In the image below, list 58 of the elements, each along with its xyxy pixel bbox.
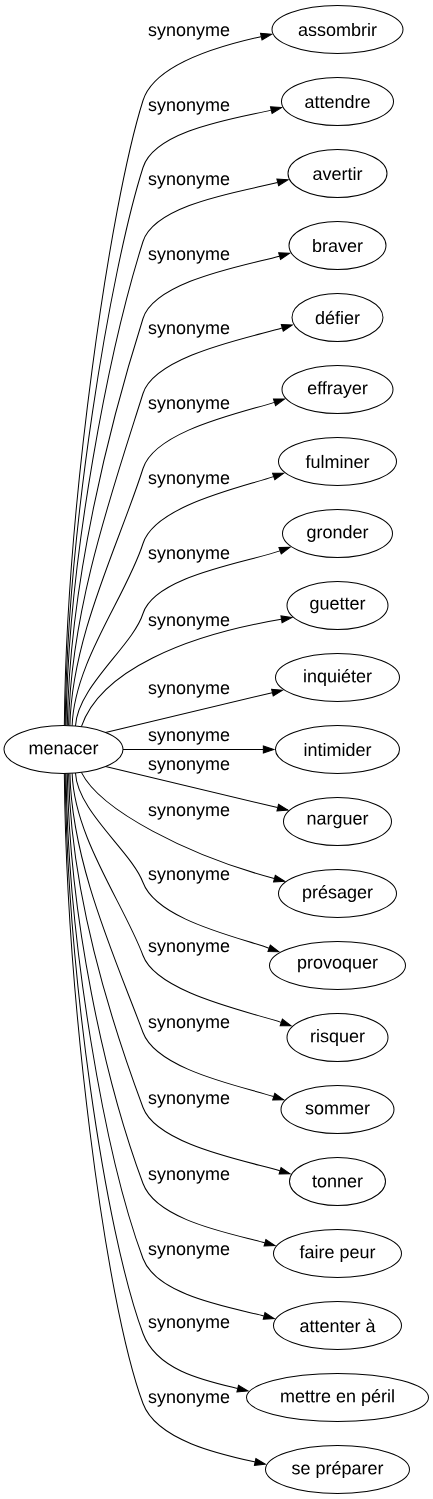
edge-label: synonyme [148, 101, 230, 115]
arrow [80, 771, 286, 883]
arrow [105, 688, 284, 733]
edge-label: synonyme [148, 684, 230, 698]
ellipse-node: assombrir [271, 5, 404, 54]
ellipse-node: présager [278, 869, 397, 918]
edge-label: synonyme [148, 760, 230, 774]
edge-label: synonyme [148, 1393, 230, 1407]
ellipse-node: défier [291, 293, 384, 342]
edge-label: synonyme [148, 399, 230, 413]
edge-label: synonyme [148, 324, 230, 338]
ellipse-node: narguer [283, 797, 392, 846]
edge-label: synonyme [148, 616, 230, 630]
arrow [105, 766, 289, 812]
arrow [71, 472, 285, 727]
ellipse-node: sommer [280, 1085, 395, 1134]
ellipse-node: risquer [286, 1013, 389, 1062]
ellipse-node: intimider [275, 725, 400, 774]
arrow [68, 772, 291, 1175]
ellipse-node: fulminer [278, 437, 397, 486]
edge-label: synonyme [148, 1170, 230, 1184]
ellipse-node: inquiéter [275, 653, 400, 702]
edge-label: synonyme [148, 26, 230, 40]
edge-label: synonyme [148, 806, 230, 820]
ellipse-node: attendre [281, 77, 394, 126]
arrow [64, 773, 249, 1393]
arrow [69, 772, 285, 1101]
arrow [122, 745, 275, 754]
edge-label: synonyme [148, 1318, 230, 1332]
arrow [74, 546, 291, 727]
ellipse-node: faire peur [273, 1229, 402, 1278]
ellipse-node: braver [288, 221, 387, 270]
ellipse-node: avertir [287, 149, 388, 198]
ellipse-node: tonner [289, 1157, 386, 1206]
ellipse-node: attenter à [273, 1301, 402, 1350]
edge-label: synonyme [148, 1018, 230, 1032]
ellipse-node: gronder [282, 509, 393, 558]
ellipse-node: provoquer [269, 941, 406, 990]
edge-label: synonyme [148, 731, 230, 745]
edge-label: synonyme [148, 175, 230, 189]
arrow [69, 398, 286, 727]
ellipse-node: guetter [286, 581, 389, 630]
arrow [63, 773, 266, 1466]
edge-label: synonyme [148, 870, 230, 884]
edge-label: synonyme [148, 1245, 230, 1259]
ellipse-node: se préparer [265, 1445, 410, 1494]
edge-label: synonyme [148, 942, 230, 956]
arrow [74, 772, 280, 953]
arrow [80, 615, 293, 728]
arrow [71, 772, 292, 1027]
arrow [68, 324, 293, 727]
ellipse-node: effrayer [281, 365, 394, 414]
edge-label: synonyme [148, 474, 230, 488]
ellipse-node: menacer [3, 725, 124, 774]
edge-label: synonyme [148, 250, 230, 264]
edge-label: synonyme [148, 1094, 230, 1108]
edge-label: synonyme [148, 549, 230, 563]
ellipse-node: mettre en péril [246, 1373, 429, 1422]
